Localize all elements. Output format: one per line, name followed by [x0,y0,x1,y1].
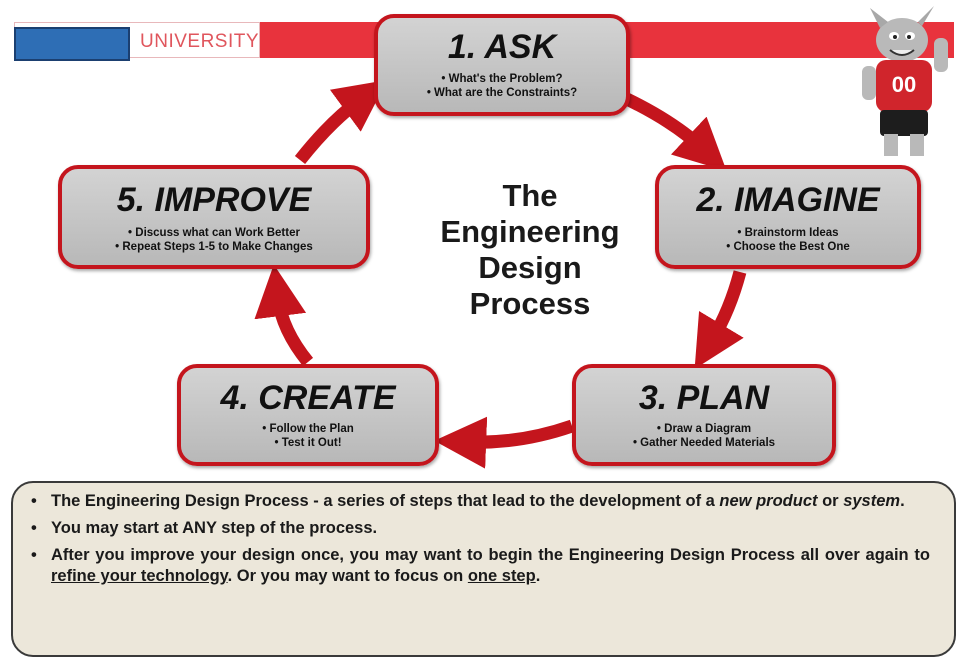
note-text: . Or you may want to focus on [227,567,468,585]
step-bullet: • Brainstorm Ideas [737,227,839,239]
note-text: You may start at ANY step of the process… [51,519,378,537]
note-underlined: one step [467,567,536,585]
university-label: UNIVERSITY [140,31,260,52]
note-item: The Engineering Design Process - a serie… [31,491,930,512]
note-text: After you improve your design once, you … [51,546,930,564]
step-title: 5. IMPROVE [116,181,312,219]
note-emphasis: system [843,492,901,510]
step-bullet: • What are the Constraints? [426,87,578,99]
step-plan: 3. PLAN • Draw a Diagram • Gather Needed… [572,364,836,466]
note-text: The Engineering Design Process - a serie… [51,492,720,510]
step-improve: 5. IMPROVE • Discuss what can Work Bette… [58,165,370,269]
step-title: 1. ASK [447,28,557,66]
step-bullet: • Repeat Steps 1-5 to Make Changes [115,241,313,253]
notes-list: The Engineering Design Process - a serie… [31,491,930,587]
step-bullet: • Gather Needed Materials [632,437,776,449]
arrow-imagine-to-plan [694,270,747,369]
step-bullet: • Discuss what can Work Better [128,227,300,239]
note-item: You may start at ANY step of the process… [31,518,930,539]
step-title: 3. PLAN [638,379,770,417]
note-text: . [900,492,905,510]
step-bullet: • Choose the Best One [726,241,850,253]
step-bullet: • Draw a Diagram [656,423,752,435]
university-logo [14,27,130,61]
diagram-title-line: Process [469,286,591,321]
step-bullet: • What's the Problem? [441,73,563,85]
notes-box: The Engineering Design Process - a serie… [11,481,956,657]
step-bullet: • Follow the Plan [262,423,354,435]
note-emphasis: new product [719,492,818,510]
arrow-improve-to-ask [294,80,388,165]
arrow-create-to-improve [254,264,314,367]
step-bullet: • Test it Out! [274,437,342,449]
mascot-image: 00 [862,6,948,156]
step-imagine: 2. IMAGINE • Brainstorm Ideas • Choose t… [655,165,921,269]
note-underlined: refine your technology [51,567,228,585]
arrow-plan-to-create [434,416,575,469]
note-text: . [535,567,541,585]
note-text: or [817,492,844,510]
diagram-title: The Engineering Design Process [425,178,635,322]
step-create: 4. CREATE • Follow the Plan • Test it Ou… [177,364,439,466]
step-ask: 1. ASK • What's the Problem? • What are … [374,14,630,116]
step-title: 2. IMAGINE [696,181,880,219]
diagram-title-line: Engineering [440,214,620,249]
diagram-title-line: The [502,178,558,213]
svg-text:00: 00 [892,72,916,97]
diagram-title-line: Design [478,250,582,285]
note-item: After you improve your design once, you … [31,545,930,587]
step-title: 4. CREATE [220,379,396,417]
